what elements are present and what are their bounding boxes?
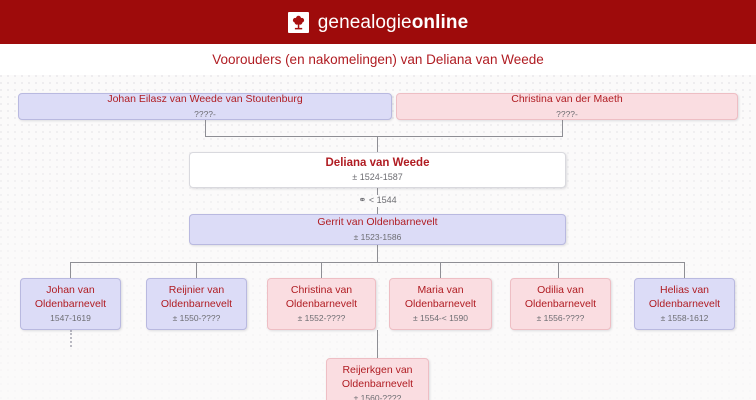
person-node-spouse-gerrit-van-oldenbarnevelt[interactable]: Gerrit van Oldenbarnevelt ± 1523-1586 bbox=[189, 214, 566, 245]
person-dates: ± 1558-1612 bbox=[660, 313, 709, 323]
person-name-line2: Oldenbarnevelt bbox=[341, 377, 414, 390]
person-dates: ± 1560-???? bbox=[353, 393, 402, 400]
connector-child-2-down bbox=[196, 262, 197, 278]
person-node-father[interactable]: Johan Eilasz van Weede van Stoutenburg ?… bbox=[18, 93, 392, 120]
person-name: Johan Eilasz van Weede van Stoutenburg bbox=[107, 93, 303, 106]
person-name: Gerrit van Oldenbarnevelt bbox=[317, 216, 438, 229]
person-dates: ± 1552-???? bbox=[297, 313, 346, 323]
person-name-line2: Oldenbarnevelt bbox=[524, 297, 597, 310]
person-node-child-odilia-van-oldenbarnevelt[interactable]: Odilia van Oldenbarnevelt ± 1556-???? bbox=[510, 278, 611, 330]
brand-logo[interactable]: genealogieonline bbox=[287, 11, 469, 33]
connector-focus-to-marriage bbox=[377, 187, 378, 195]
person-dates: ± 1556-???? bbox=[536, 313, 585, 323]
marriage-symbol-icon: ⚭ bbox=[358, 195, 367, 206]
tree-logo-icon bbox=[287, 11, 309, 33]
brand-wordmark: genealogieonline bbox=[318, 13, 469, 32]
connector-parents-to-focus bbox=[377, 136, 378, 152]
site-header: genealogieonline bbox=[0, 0, 756, 44]
connector-child-3-down bbox=[321, 262, 322, 278]
person-node-mother[interactable]: Christina van der Maeth ????- bbox=[396, 93, 738, 120]
person-dates: ± 1550-???? bbox=[172, 313, 221, 323]
person-dates: ± 1523-1586 bbox=[353, 231, 402, 242]
person-dates: ????- bbox=[194, 108, 216, 119]
marriage-info: ⚭ < 1544 bbox=[189, 194, 566, 207]
marriage-date: < 1544 bbox=[368, 195, 397, 205]
person-name-line2: Oldenbarnevelt bbox=[285, 297, 358, 310]
person-name-line1: Odilia van bbox=[537, 284, 584, 296]
person-name-line2: Oldenbarnevelt bbox=[404, 297, 477, 310]
person-dates: 1547-1619 bbox=[50, 313, 91, 323]
person-name: Christina van der Maeth bbox=[511, 93, 623, 106]
person-dates: ????- bbox=[556, 108, 578, 119]
person-name-line2: Oldenbarnevelt bbox=[160, 297, 233, 310]
connector-couple-down bbox=[377, 244, 378, 263]
person-name-line1: Maria van bbox=[417, 284, 464, 296]
page-title: Voorouders (en nakomelingen) van Deliana… bbox=[212, 52, 544, 67]
person-node-child-reijnier-van-oldenbarnevelt[interactable]: Reijnier van Oldenbarnevelt ± 1550-???? bbox=[146, 278, 247, 330]
person-name-line2: Oldenbarnevelt bbox=[34, 297, 107, 310]
connector-parents-bar bbox=[205, 136, 563, 137]
person-node-child-christina-van-oldenbarnevelt[interactable]: Christina van Oldenbarnevelt ± 1552-???? bbox=[267, 278, 376, 330]
person-dates: ± 1554-< 1590 bbox=[412, 313, 468, 323]
person-name-line1: Christina van bbox=[290, 284, 353, 296]
person-dates: ± 1524-1587 bbox=[352, 172, 403, 183]
connector-child-1-more-dotted bbox=[70, 330, 72, 347]
brand-name-bold: online bbox=[411, 11, 469, 33]
brand-name-light: genealogie bbox=[317, 11, 412, 33]
connector-child-6-down bbox=[684, 262, 685, 278]
connector-father-down bbox=[205, 119, 206, 137]
person-name-line1: Helias van bbox=[659, 284, 710, 296]
person-node-child-johan-van-oldenbarnevelt[interactable]: Johan van Oldenbarnevelt 1547-1619 bbox=[20, 278, 121, 330]
page-title-bar: Voorouders (en nakomelingen) van Deliana… bbox=[0, 44, 756, 75]
connector-marriage-to-spouse bbox=[377, 207, 378, 215]
person-node-child-helias-van-oldenbarnevelt[interactable]: Helias van Oldenbarnevelt ± 1558-1612 bbox=[634, 278, 735, 330]
person-name-line1: Reijnier van bbox=[168, 284, 225, 296]
person-node-child-maria-van-oldenbarnevelt[interactable]: Maria van Oldenbarnevelt ± 1554-< 1590 bbox=[389, 278, 492, 330]
person-node-focus-deliana-van-weede[interactable]: Deliana van Weede ± 1524-1587 bbox=[189, 152, 566, 188]
person-name-line1: Johan van bbox=[46, 284, 95, 296]
connector-maria-to-grandchild bbox=[377, 330, 378, 358]
connector-child-1-down bbox=[70, 262, 71, 278]
person-name-line1: Reijerkgen van bbox=[342, 364, 413, 376]
family-tree-canvas: Johan Eilasz van Weede van Stoutenburg ?… bbox=[0, 75, 756, 400]
connector-children-bar bbox=[70, 262, 684, 263]
connector-mother-down bbox=[562, 119, 563, 137]
person-node-grandchild-reijerkgen-van-oldenbarnevelt[interactable]: Reijerkgen van Oldenbarnevelt ± 1560-???… bbox=[326, 358, 429, 400]
connector-child-5-down bbox=[558, 262, 559, 278]
person-name-line2: Oldenbarnevelt bbox=[648, 297, 721, 310]
person-name: Deliana van Weede bbox=[325, 156, 430, 169]
connector-child-4-down bbox=[440, 262, 441, 278]
